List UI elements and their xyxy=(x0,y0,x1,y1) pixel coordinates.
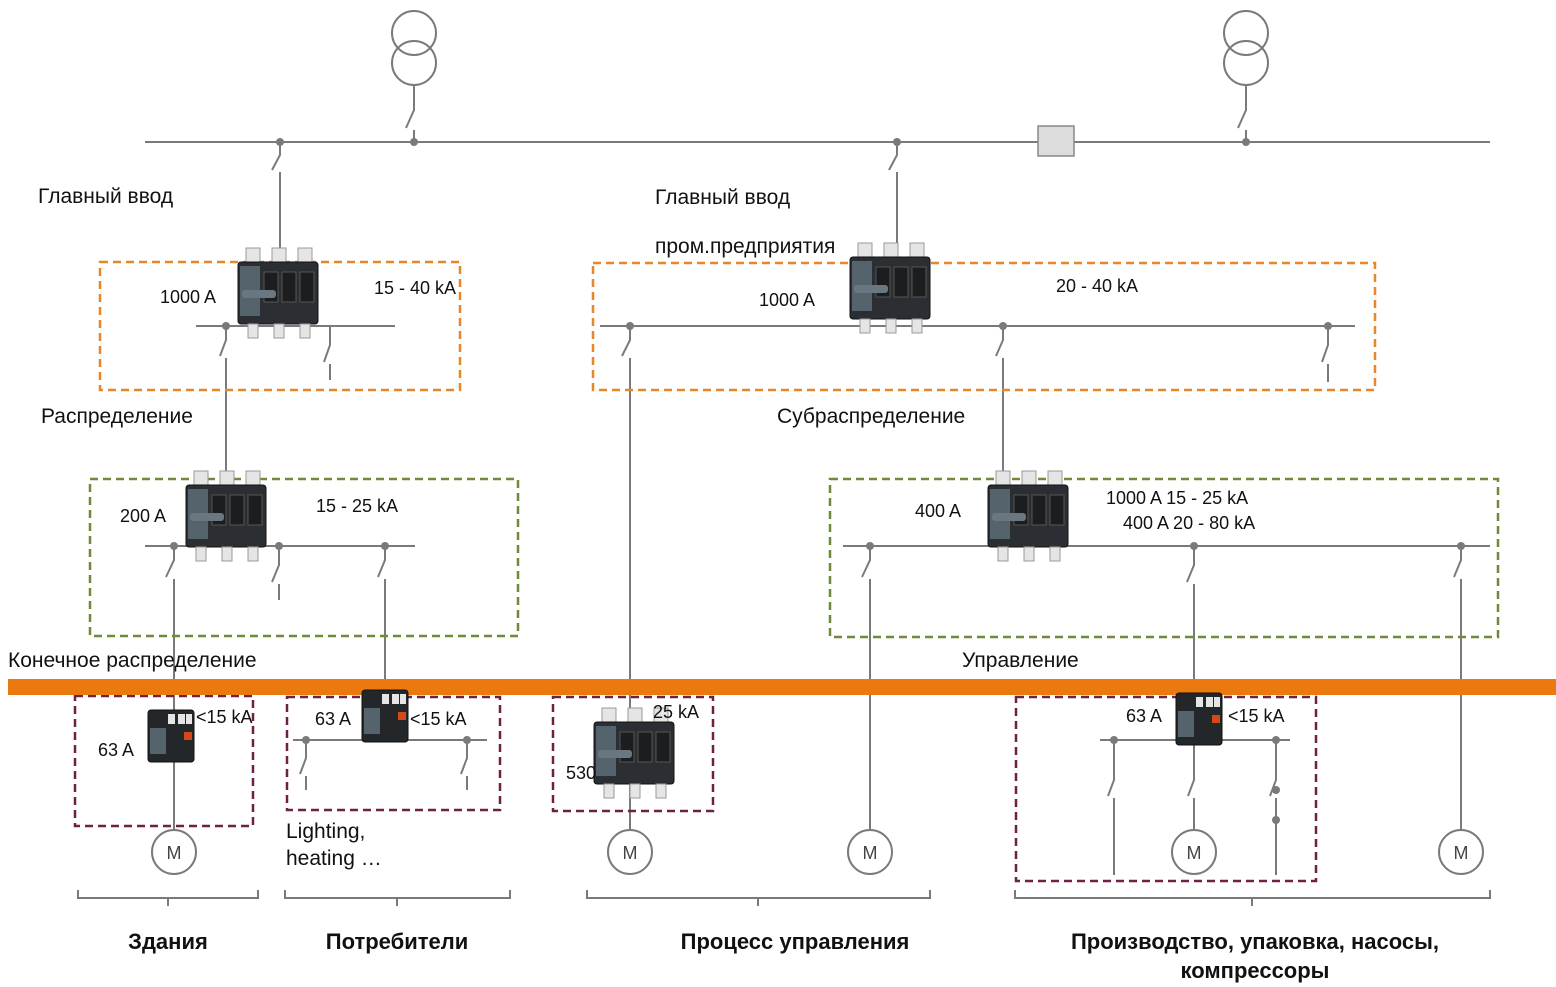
level-separator-bar xyxy=(8,679,1556,695)
category-production: Производство, упаковка, насосы, компресс… xyxy=(1070,929,1440,983)
level2-box-left xyxy=(88,477,520,638)
rating-sub-right-current: 400 A xyxy=(915,501,962,521)
rating-sub-right-ka-1: 1000 A 15 - 25 kA xyxy=(1106,488,1249,508)
switch-main-right xyxy=(849,242,931,334)
transformer-right-winding-2 xyxy=(1223,40,1269,86)
rating-buildings-current: 63 A xyxy=(98,740,135,760)
rating-process-current: 530 xyxy=(566,763,597,783)
consumers-note: Lighting, heating … xyxy=(286,820,382,871)
rating-consumers-current: 63 A xyxy=(315,709,352,729)
motor-symbol-label: M xyxy=(623,843,638,863)
level1-box-right xyxy=(591,261,1377,392)
category-buildings: Здания xyxy=(128,929,208,954)
rating-production-current: 63 A xyxy=(1126,706,1163,726)
rating-main-right-current: 1000 A xyxy=(759,290,816,310)
label-main-input-left: Главный ввод xyxy=(38,185,174,208)
rating-main-right-ka: 20 - 40 kA xyxy=(1056,276,1139,296)
motor-symbol-label: M xyxy=(167,843,182,863)
label-final-distribution: Конечное распределение xyxy=(8,649,257,672)
transformer-left-winding-1 xyxy=(391,10,437,56)
level3-box-buildings xyxy=(73,694,255,828)
category-process: Процесс управления xyxy=(680,929,910,954)
motor-process-1 xyxy=(607,829,653,875)
motor-symbol-label: M xyxy=(863,843,878,863)
motor-symbol-label: M xyxy=(1187,843,1202,863)
label-main-input-right: Главный ввод xyxy=(655,186,791,209)
switch-main-left xyxy=(237,247,319,339)
rating-buildings-ka: <15 kA xyxy=(196,707,253,727)
rating-main-left-ka: 15 - 40 kA xyxy=(374,278,457,298)
bus-coupler xyxy=(1037,125,1075,157)
category-consumers: Потребители xyxy=(325,929,469,954)
level3-box-process xyxy=(551,695,715,813)
label-main-input-right-sub: пром.предприятия xyxy=(655,235,836,258)
motor-process-2 xyxy=(847,829,893,875)
rating-sub-right-ka-2: 400 A 20 - 80 kA xyxy=(1123,513,1256,533)
rating-dist-left-current: 200 A xyxy=(120,506,167,526)
switch-buildings xyxy=(147,709,195,763)
label-distribution: Распределение xyxy=(41,405,193,428)
motor-production-1 xyxy=(1171,829,1217,875)
level2-box-right xyxy=(828,477,1500,639)
transformer-right-winding-1 xyxy=(1223,10,1269,56)
motor-production-2 xyxy=(1438,829,1484,875)
switch-sub-right xyxy=(987,470,1069,562)
level1-box-left xyxy=(98,260,462,392)
motor-symbol-label: M xyxy=(1454,843,1469,863)
rating-production-ka: <15 kA xyxy=(1228,706,1285,726)
rating-dist-left-ka: 15 - 25 kA xyxy=(316,496,399,516)
label-control: Управление xyxy=(962,649,1079,672)
rating-main-left-current: 1000 A xyxy=(160,287,217,307)
switch-production xyxy=(1175,692,1223,746)
switch-dist-left xyxy=(185,470,267,562)
transformer-left-winding-2 xyxy=(391,40,437,86)
switch-consumers xyxy=(361,689,409,743)
motor-buildings xyxy=(151,829,197,875)
rating-process-ka: 25 kA xyxy=(653,702,700,722)
level3-box-production xyxy=(1014,695,1318,883)
label-subdistribution: Субраспределение xyxy=(777,405,966,428)
rating-consumers-ka: <15 kA xyxy=(410,709,467,729)
